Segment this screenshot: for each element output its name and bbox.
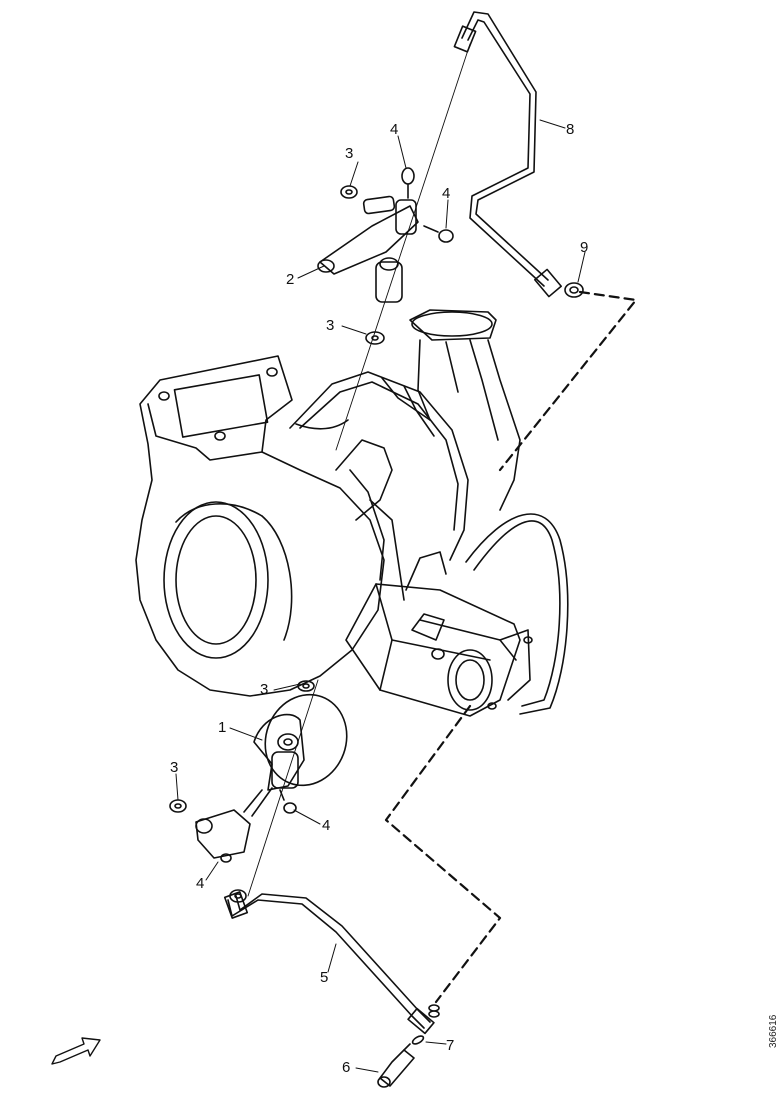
dashed-routing <box>384 290 638 1004</box>
callout-6: 6 <box>342 1059 351 1076</box>
callout-3-top: 3 <box>345 145 354 162</box>
callout-4-low-left: 4 <box>196 875 205 892</box>
center-housing <box>289 371 469 601</box>
callout-4-right: 4 <box>442 185 451 202</box>
callout-4-low-right: 4 <box>322 817 331 834</box>
reference-code: 366616 <box>768 1014 778 1048</box>
callout-7: 7 <box>446 1037 455 1054</box>
axis-lines <box>247 43 471 897</box>
leader-lines <box>175 119 586 1073</box>
return-pipe <box>465 513 569 715</box>
callout-8: 8 <box>566 121 575 138</box>
turbine-outlet <box>409 309 521 511</box>
callout-2: 2 <box>286 271 295 288</box>
callout-3-mid: 3 <box>326 317 335 334</box>
oil-supply-pipe <box>453 11 562 298</box>
callout-5: 5 <box>320 969 329 986</box>
callout-3-low: 3 <box>260 681 269 698</box>
lower-pipe <box>223 891 435 1035</box>
upper-fitting <box>317 195 419 303</box>
direction-arrow-icon <box>51 1037 101 1065</box>
callout-3-left: 3 <box>170 759 179 776</box>
callout-4-top: 4 <box>390 121 399 138</box>
callout-9: 9 <box>580 239 589 256</box>
callout-1: 1 <box>218 719 227 736</box>
lower-left-fitting <box>169 787 273 903</box>
wastegate-actuator <box>345 551 533 717</box>
upper-fasteners <box>340 167 584 345</box>
banjo-bolt <box>377 1004 440 1088</box>
compressor-housing <box>135 355 385 697</box>
lower-fitting <box>253 680 348 814</box>
